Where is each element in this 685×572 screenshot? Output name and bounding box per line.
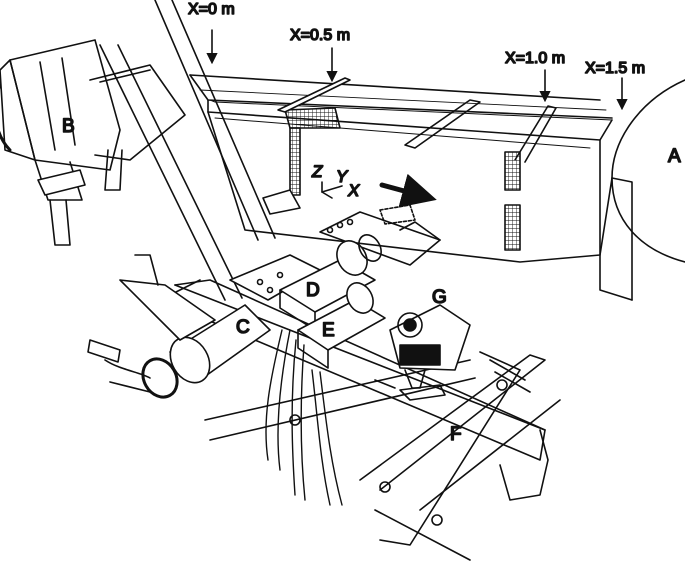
fan-unit-b xyxy=(0,39,186,191)
position-markers xyxy=(206,29,628,111)
support-columns xyxy=(34,0,276,301)
probe-body-c xyxy=(87,254,271,399)
mesh-screen-05 xyxy=(277,77,351,196)
axis-label-z: Z xyxy=(311,162,323,181)
label-d: D xyxy=(306,280,320,301)
sensor-d xyxy=(279,234,382,331)
label-e: E xyxy=(322,320,335,341)
mounting-plate xyxy=(229,189,441,301)
mesh-screen-10 xyxy=(504,151,521,251)
label-a: A xyxy=(668,146,681,167)
label-g: G xyxy=(432,287,447,308)
label-x0: X=0 m xyxy=(188,1,235,18)
label-c: C xyxy=(236,317,250,338)
axis-label-x: X xyxy=(347,181,360,200)
camera-g xyxy=(374,304,471,401)
duct xyxy=(189,74,633,301)
label-x05: X=0.5 m xyxy=(290,27,350,44)
flow-arrow xyxy=(379,173,437,208)
fan-housing-a xyxy=(611,79,685,263)
measurement-volume xyxy=(379,204,416,225)
axis-triad xyxy=(321,181,343,199)
label-x15: X=1.5 m xyxy=(585,60,645,77)
cables xyxy=(265,329,343,506)
label-f: F xyxy=(450,424,462,445)
label-x10: X=1.0 m xyxy=(505,50,565,67)
axis-label-y: Y xyxy=(336,167,349,186)
label-b: B xyxy=(62,116,75,137)
sensor-e xyxy=(297,282,386,369)
track-rails xyxy=(204,351,561,561)
